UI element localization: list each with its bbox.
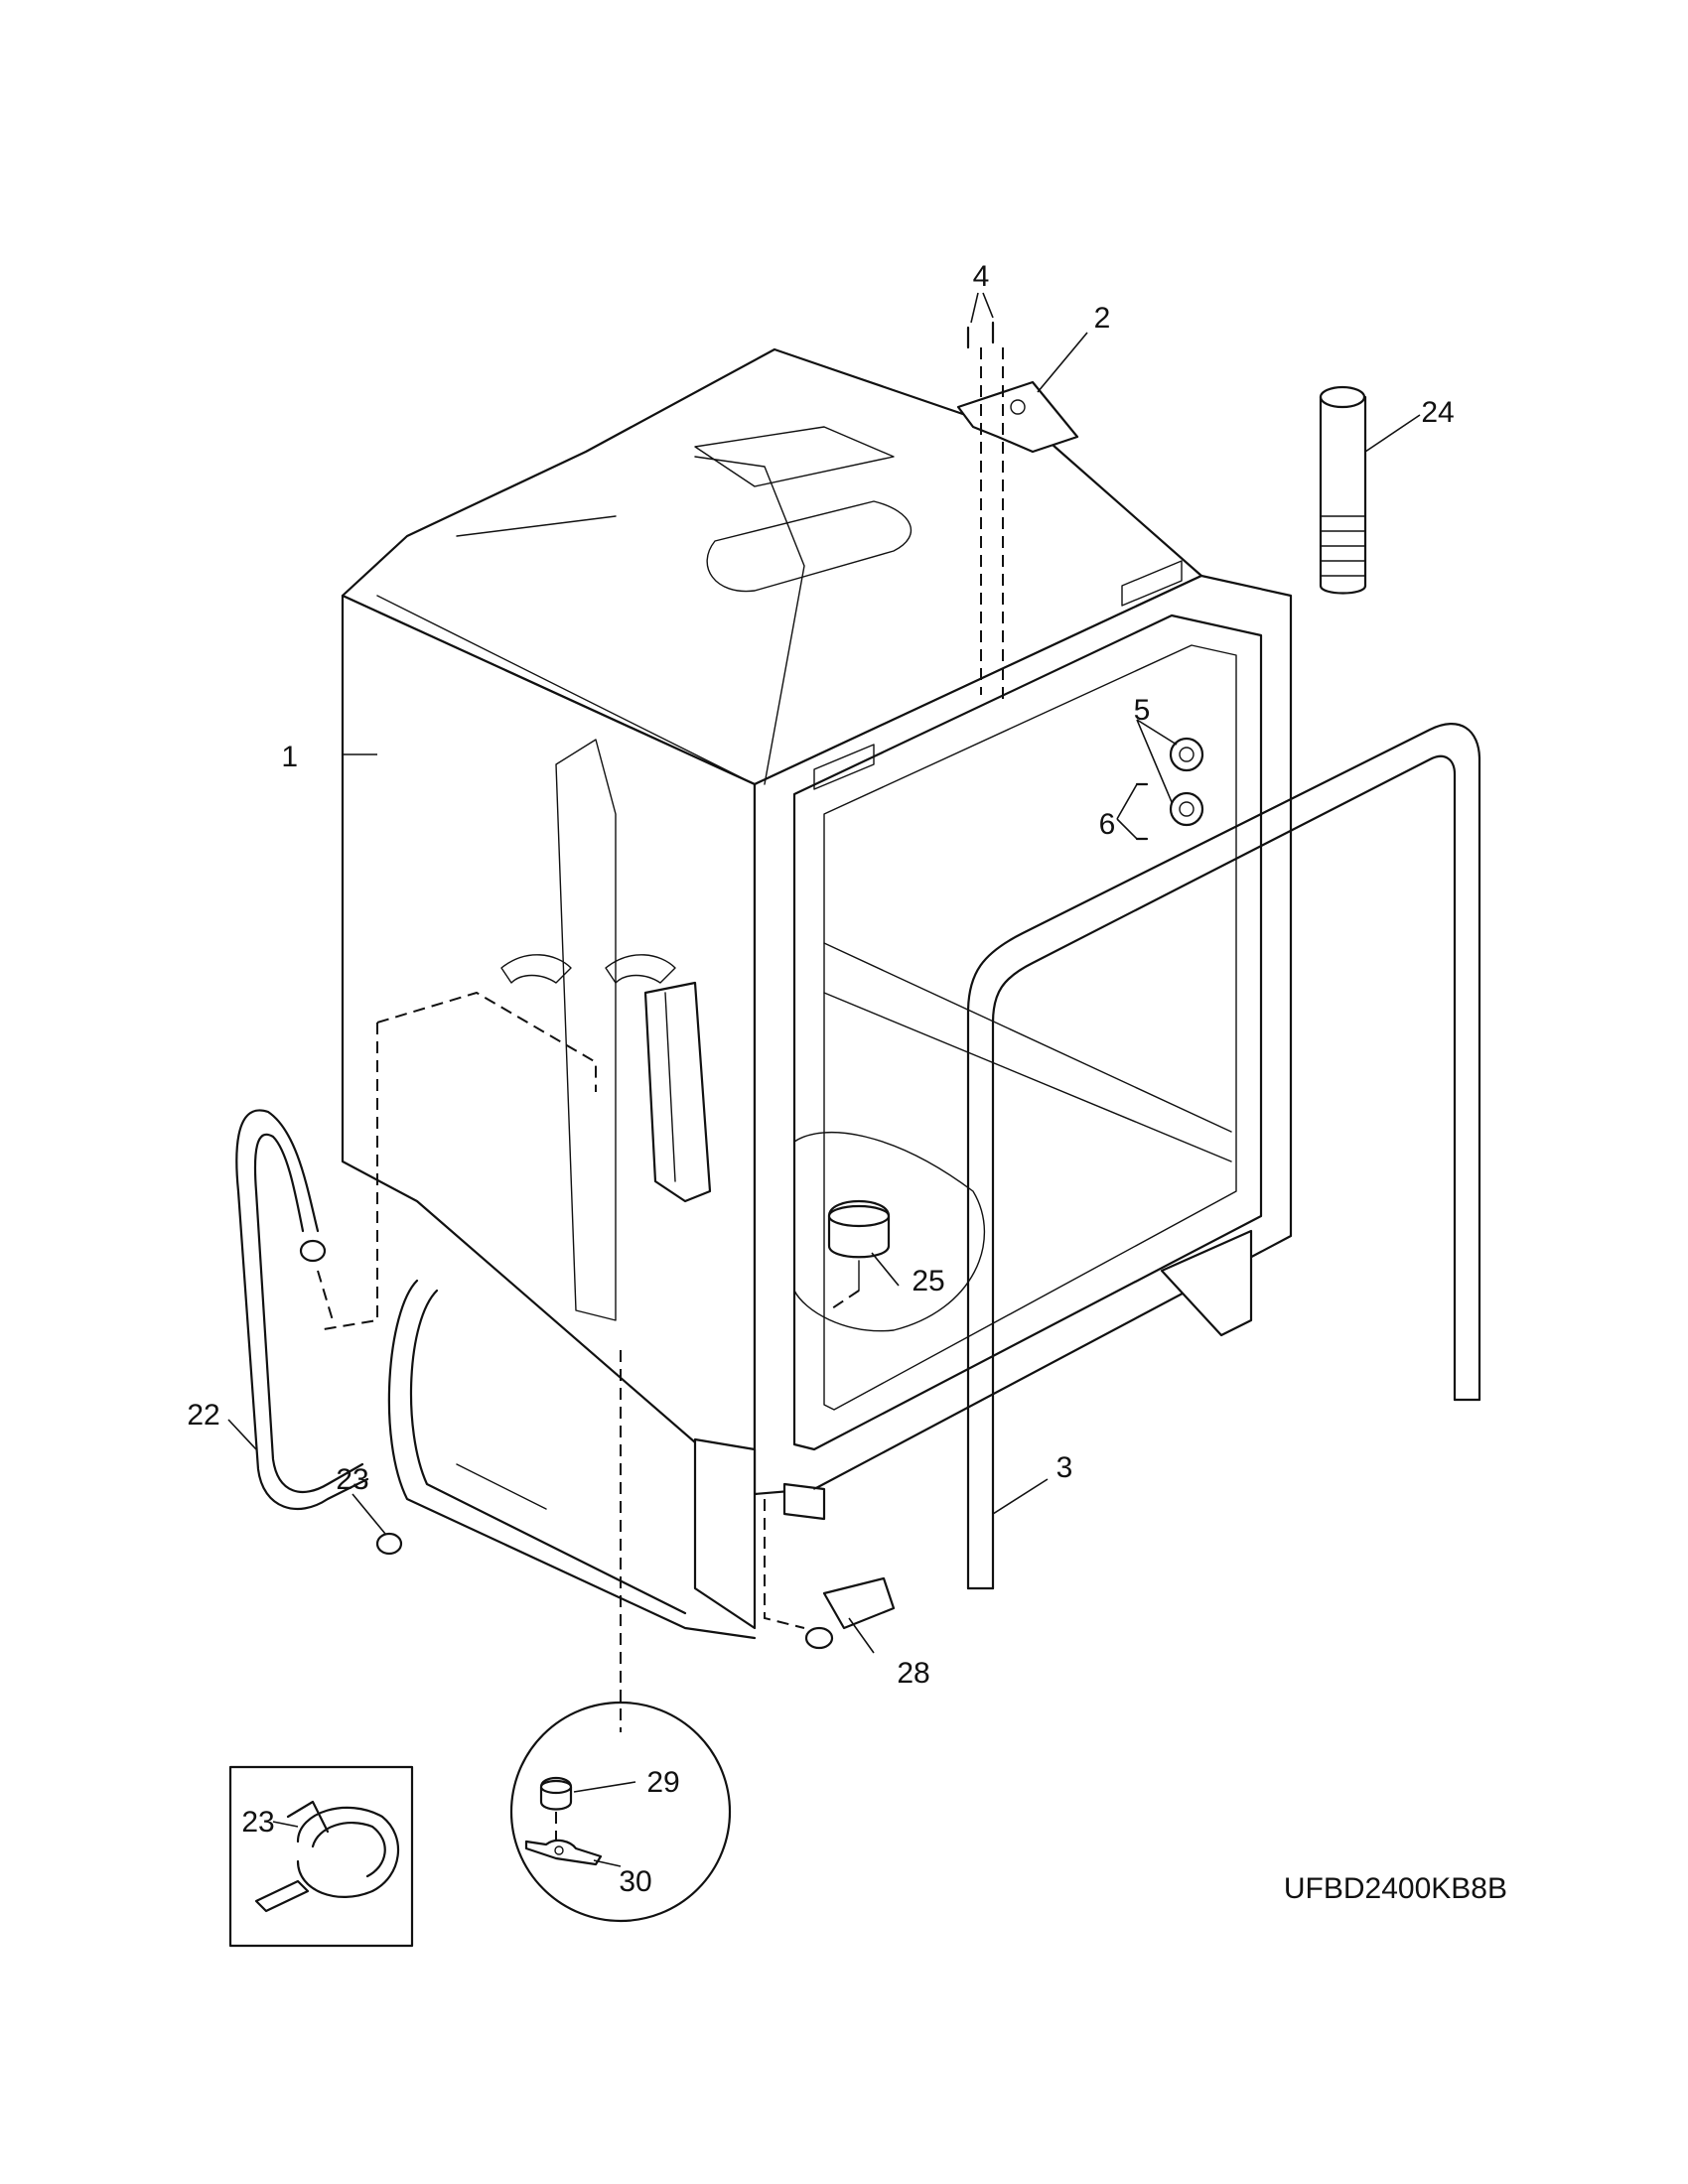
callout-30: 30 bbox=[619, 1865, 651, 1898]
callout-24: 24 bbox=[1421, 396, 1454, 429]
tub-body bbox=[341, 347, 1293, 1640]
callout-3: 3 bbox=[1056, 1451, 1073, 1484]
vent-tube bbox=[1319, 385, 1367, 595]
callout-labels: 1 2 3 4 5 6 22 23 23 24 25 28 29 30 UFBD… bbox=[187, 260, 1507, 1905]
top-bracket bbox=[956, 380, 1079, 454]
door-switch bbox=[804, 1576, 896, 1650]
hose-clamp-upper bbox=[299, 1239, 327, 1263]
callout-25: 25 bbox=[912, 1265, 944, 1297]
callout-28: 28 bbox=[897, 1657, 929, 1690]
sensor-unit bbox=[827, 1199, 891, 1292]
callout-22: 22 bbox=[187, 1399, 219, 1432]
callout-6: 6 bbox=[1099, 808, 1116, 841]
callout-2: 2 bbox=[1094, 302, 1111, 335]
circle-detail-inset bbox=[509, 1701, 732, 1923]
drain-hose bbox=[235, 1109, 369, 1511]
callout-23-main: 23 bbox=[336, 1463, 368, 1496]
screws bbox=[966, 321, 995, 349]
model-number: UFBD2400KB8B bbox=[1284, 1872, 1507, 1905]
callout-5: 5 bbox=[1134, 694, 1151, 727]
clamp-detail-inset bbox=[228, 1765, 414, 1948]
door-gasket bbox=[966, 723, 1481, 1590]
inlet-fittings bbox=[1135, 737, 1204, 841]
callout-29: 29 bbox=[646, 1766, 679, 1799]
callout-4: 4 bbox=[973, 260, 990, 293]
hose-clamp-lower bbox=[375, 1532, 403, 1556]
callout-1: 1 bbox=[281, 741, 298, 773]
callout-23-inset: 23 bbox=[241, 1806, 274, 1839]
dashed-lines bbox=[317, 347, 1004, 1732]
leader-lines bbox=[227, 292, 1421, 1867]
